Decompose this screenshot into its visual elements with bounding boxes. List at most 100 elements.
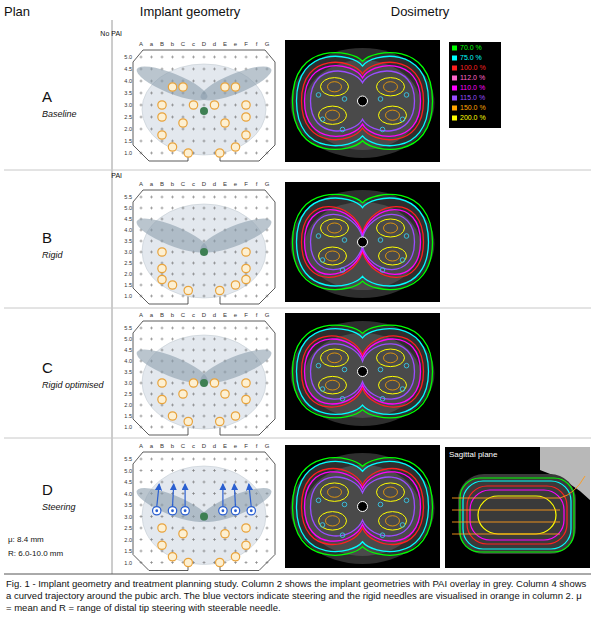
rigid-needle <box>184 558 192 566</box>
sagittal-panel <box>445 447 590 568</box>
grid-mark <box>266 262 269 265</box>
needle-position <box>316 93 321 98</box>
grid-mark <box>255 469 258 472</box>
grid-mark <box>234 251 237 254</box>
rigid-needle <box>158 248 166 256</box>
grid-mark <box>203 116 206 119</box>
grid-mark <box>171 338 174 341</box>
isodose-contour <box>297 56 429 145</box>
grid-column-letter: f <box>256 312 258 319</box>
steering-mean: μ: 8.4 mm <box>8 536 44 545</box>
legend-label: 110.0 % <box>460 84 485 92</box>
grid-mark <box>245 481 248 484</box>
isodose-hotspot <box>319 376 347 394</box>
needle-position <box>378 97 383 102</box>
grid-row-number: 5.0 <box>124 205 132 211</box>
isodose-contour <box>311 214 415 269</box>
grid-mark <box>266 80 269 83</box>
grid-mark <box>161 327 164 330</box>
isodose-hotspot <box>386 110 400 120</box>
grid-mark <box>213 458 216 461</box>
needle-position <box>380 268 385 273</box>
isodose-hotspot <box>377 349 405 367</box>
needle-position <box>400 523 405 528</box>
grid-row-number: 4.5 <box>124 216 132 222</box>
rigid-needle <box>168 143 176 151</box>
grid-mark <box>203 538 206 541</box>
grid-mark <box>203 104 206 107</box>
isodose-hotspot <box>384 223 398 233</box>
grid-mark <box>266 273 269 276</box>
grid-mark <box>234 349 237 352</box>
grid-mark <box>203 504 206 507</box>
grid-column-letter: B <box>160 181 164 188</box>
needle-trajectory <box>452 476 585 498</box>
grid-mark <box>182 469 185 472</box>
grid-column-letter: d <box>213 181 216 188</box>
grid-mark <box>266 116 269 119</box>
isodose-contour <box>467 486 567 544</box>
prostate-region <box>142 335 266 429</box>
grid-mark <box>161 349 164 352</box>
isodose-hotspot <box>328 353 342 363</box>
legend-swatch <box>452 106 457 111</box>
pai-overlay <box>133 212 211 259</box>
grid-mark <box>192 469 195 472</box>
implant-grid <box>133 190 275 304</box>
steerable-needle <box>155 509 158 512</box>
grid-mark <box>192 349 195 352</box>
grid-mark <box>245 92 248 95</box>
grid-mark <box>140 251 143 254</box>
grid-column-letter: D <box>202 181 206 188</box>
grid-mark <box>213 404 216 407</box>
isodose-hotspot <box>328 82 342 92</box>
grid-mark <box>234 327 237 330</box>
isodose-contour <box>297 461 429 551</box>
grid-row-number: 4.0 <box>124 490 132 496</box>
grid-mark <box>192 262 195 265</box>
needle-position <box>380 397 385 402</box>
plan-name: Steering <box>42 503 76 513</box>
grid-mark <box>192 527 195 530</box>
grid-mark <box>140 116 143 119</box>
grid-mark <box>182 140 185 143</box>
grid-row-number: 1.0 <box>124 150 132 156</box>
grid-mark <box>224 284 227 287</box>
grid-mark <box>266 338 269 341</box>
grid-mark <box>203 327 206 330</box>
grid-mark <box>161 128 164 131</box>
isodose-hotspot <box>386 380 400 390</box>
grid-mark <box>150 196 153 199</box>
grid-row-number: 5.5 <box>124 456 132 462</box>
grid-row-number: 3.0 <box>124 102 132 108</box>
grid-column-letter: b <box>171 312 174 319</box>
grid-mark <box>192 360 195 363</box>
rigid-needle <box>179 530 187 538</box>
grid-mark <box>255 458 258 461</box>
isodose-contour <box>478 496 556 534</box>
grid-mark <box>266 92 269 95</box>
grid-mark <box>266 196 269 199</box>
legend-label: 70.0 % <box>460 44 482 52</box>
needle-position <box>340 268 345 273</box>
grid-mark <box>213 492 216 495</box>
grid-mark <box>203 80 206 83</box>
grid-mark <box>182 128 185 131</box>
grid-mark <box>203 527 206 530</box>
grid-mark <box>255 550 258 553</box>
column-header: Dosimetry <box>391 5 450 19</box>
grid-mark <box>150 104 153 107</box>
grid-row-number: 4.0 <box>124 358 132 364</box>
isodose-contour <box>297 329 429 415</box>
urethra-marker <box>200 248 208 256</box>
grid-mark <box>203 561 206 564</box>
grid-mark <box>182 327 185 330</box>
needle-trajectory <box>452 510 560 511</box>
dosimetry-panel <box>285 40 440 162</box>
grid-mark <box>266 207 269 210</box>
rigid-needle <box>184 149 192 157</box>
rigid-needle <box>242 395 250 403</box>
grid-mark <box>140 295 143 298</box>
grid-mark <box>182 68 185 71</box>
grid-column-letter: C <box>181 312 185 319</box>
